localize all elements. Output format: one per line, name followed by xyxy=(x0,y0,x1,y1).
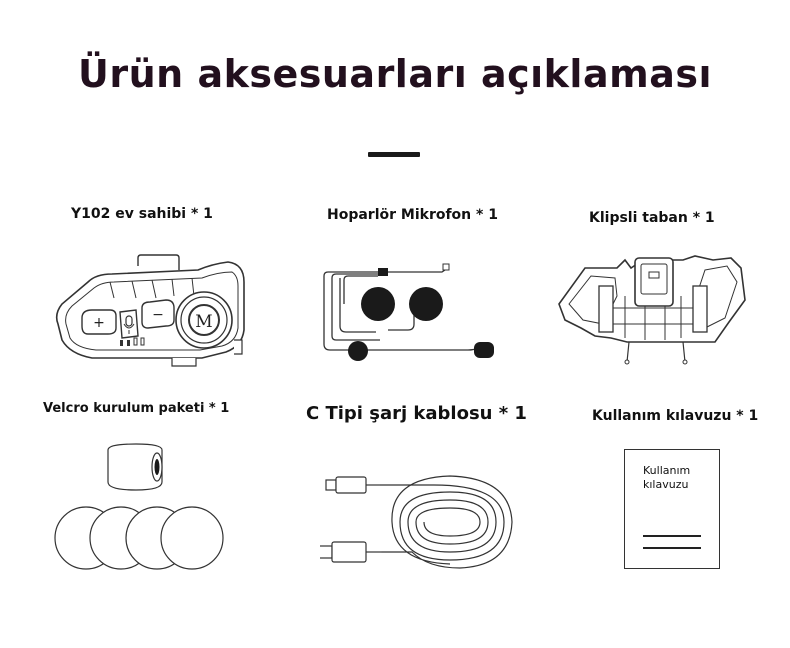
cable-label: C Tipi şarj kablosu * 1 xyxy=(306,403,527,424)
headset-speaker-microphone-icon xyxy=(323,263,494,361)
microphone-icon xyxy=(125,315,133,327)
manual-line xyxy=(643,547,701,549)
plus-icon: + xyxy=(93,315,105,331)
manual-line xyxy=(643,535,701,537)
manual-cover-text: Kullanım kılavuzu xyxy=(643,464,691,491)
page-title: Ürün aksesuarları açıklaması xyxy=(78,52,712,96)
manual-booklet-icon: Kullanım kılavuzu xyxy=(624,449,720,569)
clip-label: Klipsli taban * 1 xyxy=(589,210,715,226)
manual-label: Kullanım kılavuzu * 1 xyxy=(592,408,759,424)
title-underline xyxy=(368,152,420,157)
usb-c-cable-icon xyxy=(320,475,513,569)
intercom-device-icon: + − M xyxy=(55,254,245,367)
velcro-label: Velcro kurulum paketi * 1 xyxy=(43,401,230,416)
clip-mount-base-icon xyxy=(558,255,746,365)
host-label: Y102 ev sahibi * 1 xyxy=(71,206,213,222)
logo-icon: M xyxy=(195,312,212,332)
velcro-pads-icon xyxy=(54,443,224,570)
speaker-label: Hoparlör Mikrofon * 1 xyxy=(327,207,498,223)
minus-icon: − xyxy=(152,307,164,323)
